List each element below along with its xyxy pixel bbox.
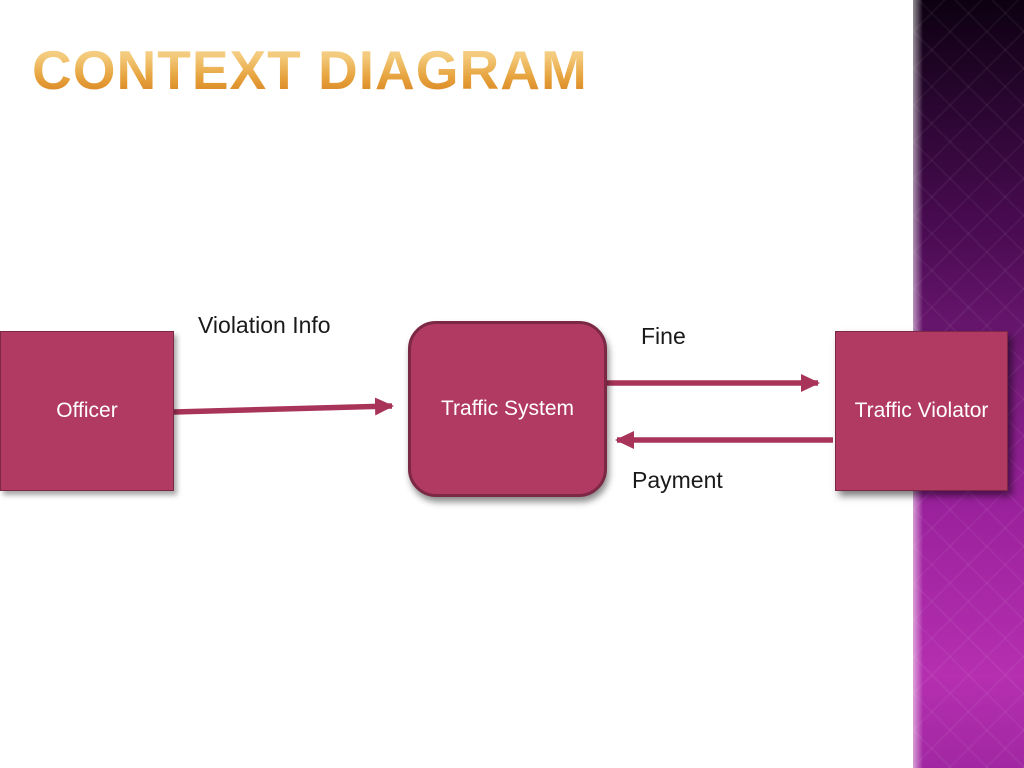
node-traffic-violator: Traffic Violator bbox=[835, 331, 1008, 491]
edge-violation-info-arrow bbox=[173, 397, 394, 416]
slide-title: CONTEXT DIAGRAM bbox=[32, 39, 588, 101]
node-traffic-system-label: Traffic System bbox=[440, 396, 575, 420]
edge-label-payment: Payment bbox=[632, 467, 723, 493]
node-traffic-violator-label: Traffic Violator bbox=[854, 398, 989, 422]
node-officer-label: Officer bbox=[56, 398, 118, 422]
node-officer: Officer bbox=[0, 331, 174, 491]
node-traffic-system: Traffic System bbox=[408, 321, 607, 497]
edge-label-violation-info: Violation Info bbox=[198, 312, 331, 338]
edge-label-fine: Fine bbox=[641, 323, 686, 349]
